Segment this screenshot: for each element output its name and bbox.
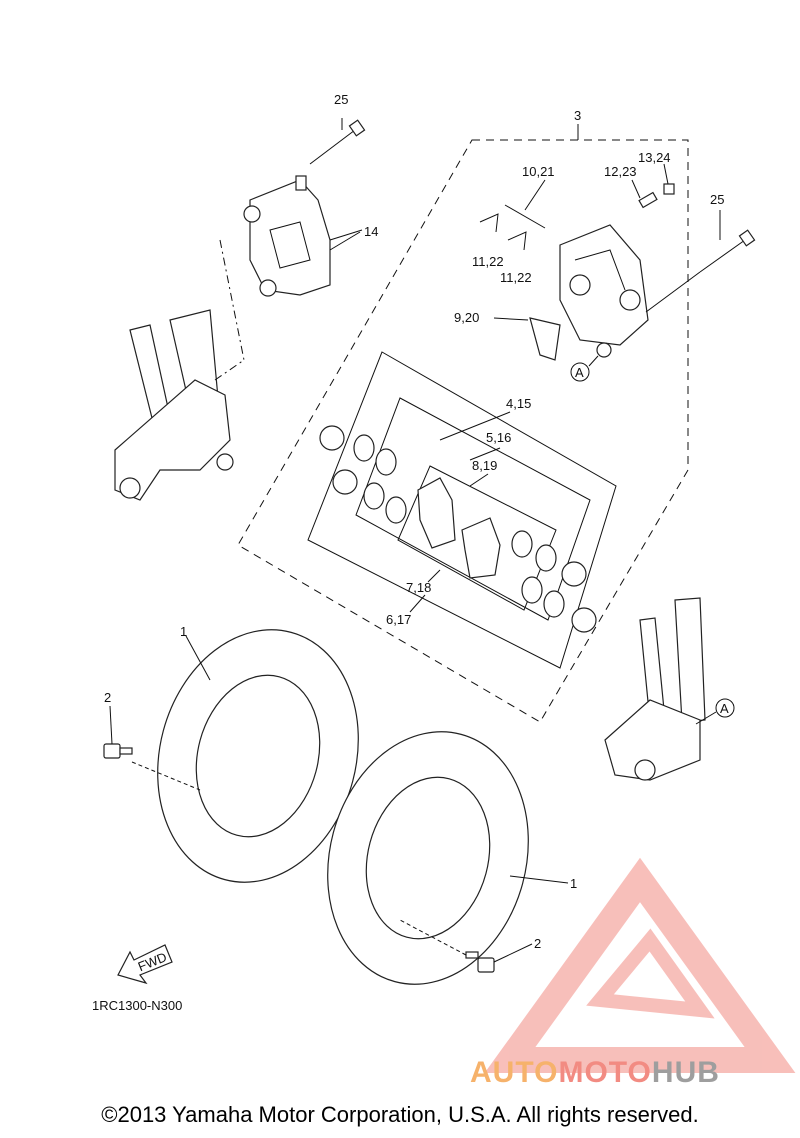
pistons-left	[319, 425, 407, 524]
bolt-25-left	[309, 118, 366, 251]
ref-marker-a-fork: A	[695, 698, 735, 725]
callout-10-21: 10,21	[522, 164, 555, 179]
disc-bolt-left	[103, 743, 201, 791]
callout-6-17: 6,17	[386, 612, 411, 627]
watermark-moto: MOTO	[558, 1056, 652, 1089]
pistons-right	[511, 530, 597, 633]
callout-11-22-b: 11,22	[500, 270, 532, 285]
clip-b	[507, 231, 527, 251]
brake-pad-a	[417, 477, 456, 549]
svg-text:A: A	[575, 365, 584, 380]
seal-group-box	[307, 351, 617, 669]
ref-marker-a-caliper: A	[570, 355, 599, 382]
callout-13-24: 13,24	[638, 150, 671, 165]
bleed-cap	[663, 183, 675, 195]
callout-11-22-a: 11,22	[472, 254, 504, 269]
copyright-notice: ©2013 Yamaha Motor Corporation, U.S.A. A…	[101, 1102, 699, 1127]
right-caliper	[559, 224, 649, 358]
watermark-hub: HUB	[651, 1056, 720, 1089]
fwd-arrow	[117, 944, 173, 985]
callout-2-right: 2	[534, 936, 541, 951]
pad-spring	[529, 317, 561, 361]
callout-7-18: 7,18	[406, 580, 431, 595]
callout-1-lower: 1	[570, 876, 577, 891]
callout-14: 14	[364, 224, 378, 239]
callout-25-right: 25	[710, 192, 724, 207]
bleed-screw	[638, 191, 658, 209]
callout-2-left: 2	[104, 690, 111, 705]
callout-25-left: 25	[334, 92, 348, 107]
watermark-text: AUTOMOTOHUB	[470, 1056, 720, 1090]
right-fork	[604, 597, 706, 781]
clip-a	[479, 213, 499, 233]
diagram-code: 1RC1300-N300	[92, 998, 182, 1013]
pad-pin	[504, 204, 546, 229]
callout-12-23: 12,23	[604, 164, 637, 179]
brake-disc-left	[157, 629, 359, 883]
left-fork	[114, 309, 234, 501]
callout-4-15: 4,15	[506, 396, 531, 411]
callout-3: 3	[574, 108, 581, 123]
watermark-logo	[484, 857, 796, 1073]
caliper-kit-outline	[237, 139, 689, 723]
callout-8-19: 8,19	[472, 458, 497, 473]
brake-pad-b	[461, 517, 501, 579]
callout-1-upper: 1	[180, 624, 187, 639]
svg-text:A: A	[720, 701, 729, 716]
callout-5-16: 5,16	[486, 430, 511, 445]
watermark-auto: AUTO	[470, 1056, 559, 1089]
bolt-25-right	[645, 210, 756, 313]
brake-disc-right	[327, 731, 529, 985]
left-caliper	[243, 175, 331, 297]
callout-9-20: 9,20	[454, 310, 479, 325]
disc-bolt-right	[399, 919, 495, 973]
